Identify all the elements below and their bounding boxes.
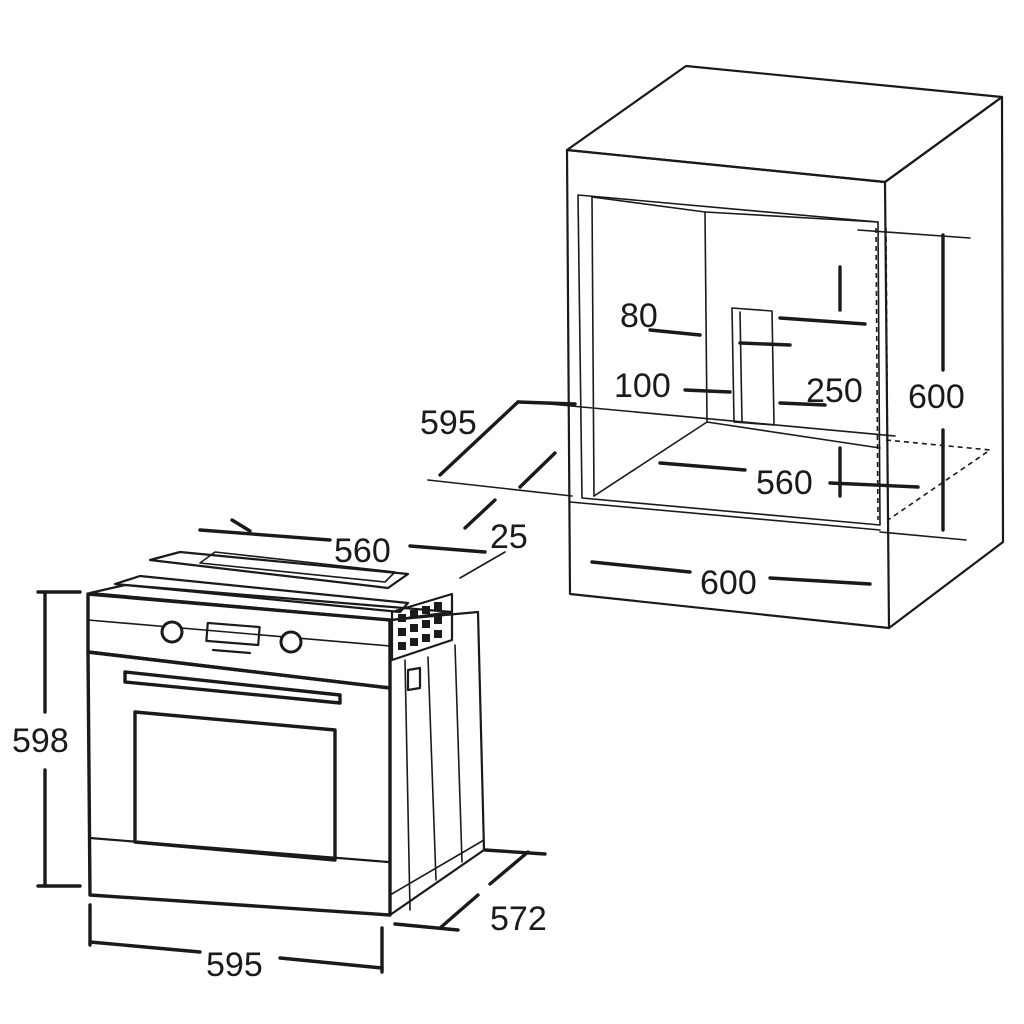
oven-depth-front-tick: [393, 922, 460, 932]
cutout-width-dimension-line: [778, 401, 827, 407]
oven-width-line-right: [278, 956, 384, 970]
mounting-bracket: [406, 666, 422, 692]
oven-height-label: 598: [12, 722, 69, 760]
oven-width-label: 595: [206, 946, 263, 984]
dimension-labels: 595 80 100 250 600 560 600 560 25 598 59…: [12, 297, 965, 984]
cabinet-dimensions: [427, 233, 945, 586]
oven-depth-line-lower: [438, 893, 480, 930]
inner-width-line-left: [658, 461, 747, 472]
display-icon: [205, 621, 261, 647]
top-width-line-right: [408, 544, 487, 554]
oven-dimensions: [36, 518, 547, 974]
outer-width-line-right: [768, 576, 872, 586]
cutout-top-dimension-line: [648, 328, 702, 337]
offset-leader-line: [459, 551, 506, 579]
oven-width-line-left: [88, 940, 202, 954]
cutout-mid-label: 100: [614, 367, 671, 405]
offset-tick-upper: [518, 451, 557, 489]
niche-width-label: 595: [420, 404, 477, 442]
oven: [86, 550, 486, 917]
oven-depth-line-upper: [488, 850, 530, 886]
door-handle: [123, 670, 342, 705]
left-knob-icon: [160, 620, 184, 644]
niche-floor-guide: [427, 479, 573, 497]
right-knob-icon: [279, 630, 303, 654]
cutout-width-label: 250: [806, 372, 863, 410]
front-offset-label: 25: [490, 518, 528, 556]
offset-tick-lower: [463, 498, 497, 530]
outer-width-label: 600: [700, 564, 757, 602]
inner-width-label: 560: [756, 464, 813, 502]
inner-width-line-right: [828, 481, 920, 489]
cutout-mid-dimension-line: [683, 388, 732, 394]
cutout-top-label: 80: [620, 297, 658, 335]
top-width-left-tick: [230, 518, 252, 533]
oven-depth-back-tick: [483, 848, 547, 856]
niche-width-dimension-line: [438, 400, 520, 477]
niche-front-guide: [527, 401, 896, 437]
top-width-label: 560: [334, 532, 391, 570]
top-width-line-left: [198, 528, 332, 542]
oven-window: [133, 710, 337, 862]
cabinet-height-label: 600: [908, 378, 965, 416]
side-vent-icon: [390, 592, 454, 662]
cabinet: [565, 64, 1005, 630]
oven-depth-label: 572: [490, 900, 547, 938]
cutout-inner-line: [738, 341, 792, 347]
outer-width-line-left: [590, 560, 692, 574]
cutout-top-right-line: [778, 316, 867, 326]
